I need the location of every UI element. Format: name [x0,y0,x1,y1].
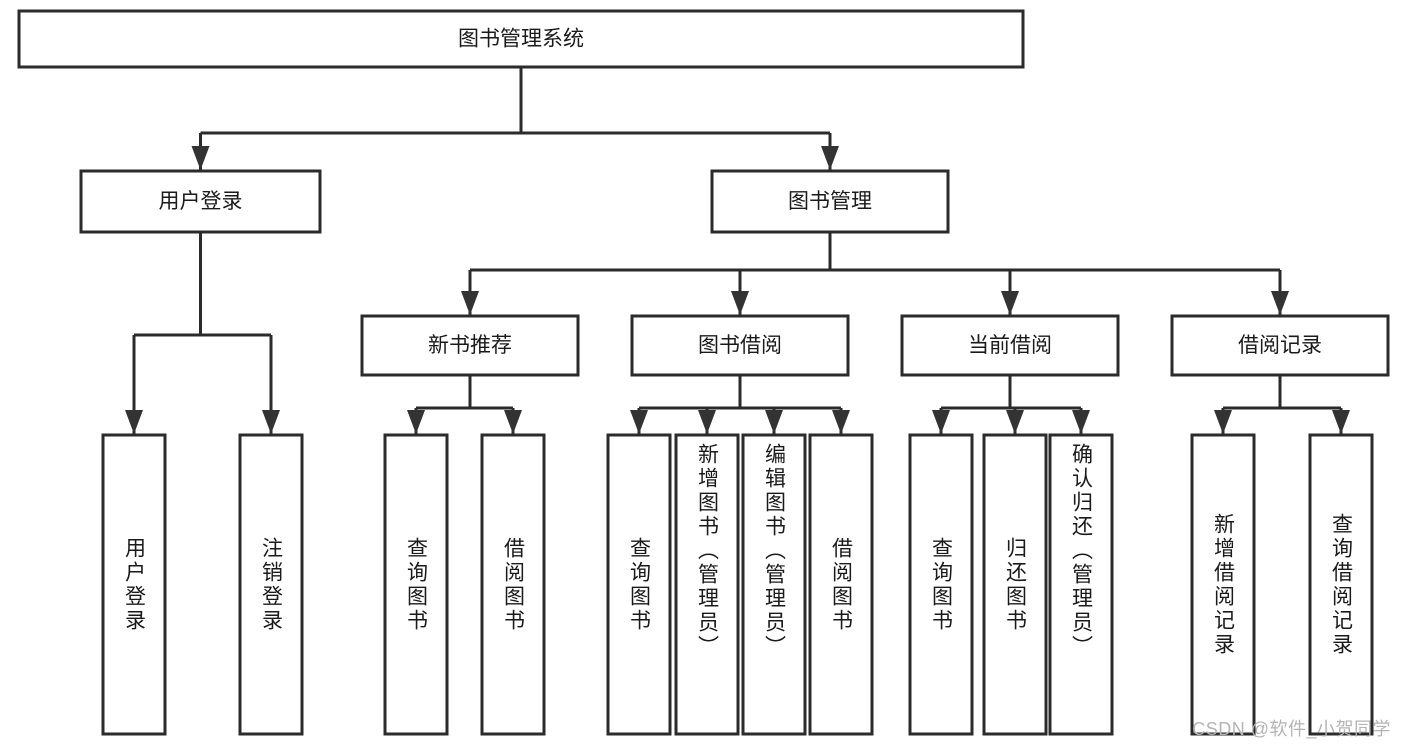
node-box-leaf-query-borrow-record[interactable] [1308,433,1374,736]
node-box-leaf-query-book-current[interactable] [908,433,974,736]
node-label-current-borrow: 当前借阅 [968,334,1052,357]
arrow-head-icon-leaf-query-book-current [932,410,950,434]
arrow-head-icon-leaf-return-book [1006,410,1024,434]
node-box-leaf-user-logout[interactable] [238,433,304,736]
arrow-head-icon-leaf-user-logout [262,410,280,434]
node-box-book-manage[interactable] [710,169,950,234]
node-label-borrow-record: 借阅记录 [1238,334,1322,357]
node-box-book-borrow[interactable] [630,314,850,377]
node-box-user-login[interactable] [79,169,322,234]
node-label-book-borrow: 图书借阅 [698,334,782,357]
node-box-root[interactable] [17,9,1025,69]
arrow-head-icon-leaf-query-borrow-record [1332,410,1350,434]
arrow-head-icon-current-borrow [1001,291,1019,315]
arrow-head-icon-borrow-record [1271,291,1289,315]
arrow-head-icon-leaf-add-book-admin [698,410,716,434]
node-box-leaf-return-book[interactable] [982,433,1048,736]
connectors-layer [125,67,1350,434]
csdn-watermark: CSDN @软件_小贺同学 [1192,719,1391,739]
node-box-leaf-add-borrow-record[interactable] [1190,433,1256,736]
arrow-head-icon-leaf-edit-book-admin [765,410,783,434]
node-box-leaf-confirm-return-admin[interactable] [1048,433,1114,736]
arrow-head-icon-leaf-borrow-book-borrow [832,410,850,434]
node-label-root: 图书管理系统 [458,28,584,51]
arrow-head-icon-leaf-query-book-recommend [407,410,425,434]
arrow-head-icon-book-borrow [731,291,749,315]
arrow-head-icon-leaf-query-book-borrow [630,410,648,434]
node-box-leaf-edit-book-admin[interactable] [741,433,807,736]
node-box-current-borrow[interactable] [900,314,1120,377]
node-box-new-book-recommend[interactable] [360,314,580,377]
node-box-leaf-borrow-book-recommend[interactable] [480,433,546,736]
arrow-head-icon-leaf-add-borrow-record [1214,410,1232,434]
arrow-head-icon-book-manage [821,146,839,170]
node-label-user-login: 用户登录 [159,190,243,213]
arrow-head-icon-user-login [191,146,210,170]
arrow-head-icon-leaf-confirm-return-admin [1072,410,1090,434]
node-box-leaf-borrow-book-borrow[interactable] [808,433,874,736]
node-box-leaf-add-book-admin[interactable] [674,433,740,736]
node-label-book-manage: 图书管理 [788,190,872,213]
arrow-head-icon-new-book-recommend [461,291,479,315]
arrow-head-icon-leaf-borrow-book-recommend [504,410,522,434]
arrow-head-icon-leaf-user-login [125,410,143,434]
node-box-leaf-query-book-borrow[interactable] [606,433,672,736]
node-box-leaf-query-book-recommend[interactable] [383,433,449,736]
node-label-new-book-recommend: 新书推荐 [428,334,512,357]
node-box-borrow-record[interactable] [1170,314,1390,377]
boxes-layer [17,9,1390,736]
node-box-leaf-user-login[interactable] [101,433,167,736]
